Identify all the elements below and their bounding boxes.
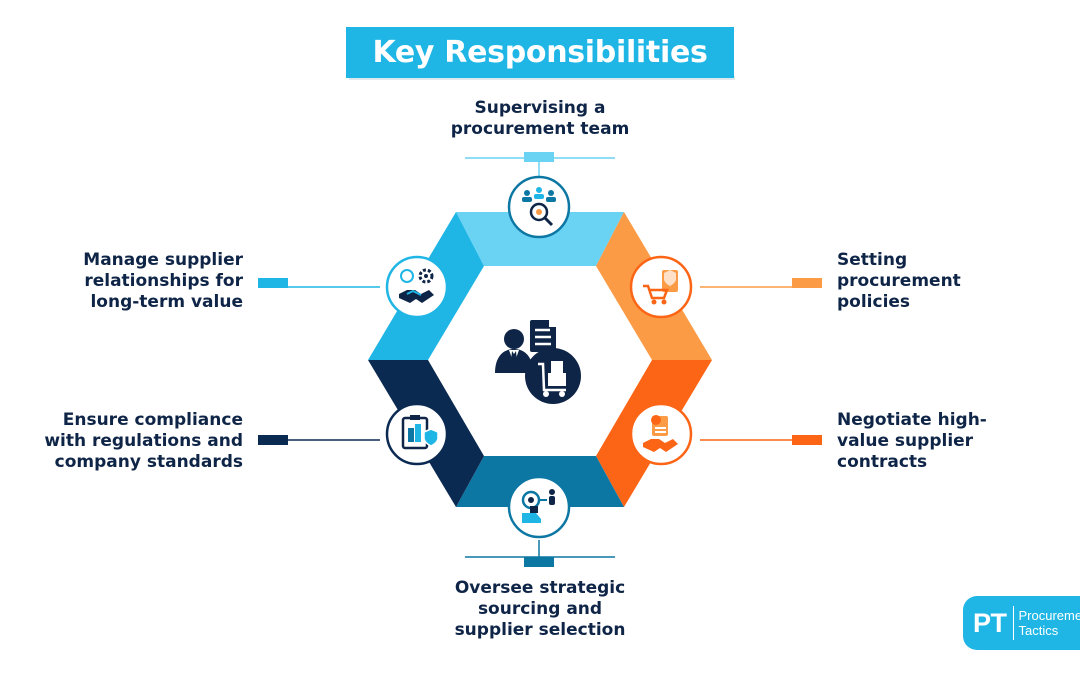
- sourcing-target-icon: [507, 475, 571, 539]
- label-line: Negotiate high-: [837, 410, 987, 430]
- label-ensure-compliance: Ensure compliance with regulations and c…: [20, 410, 243, 473]
- icon-circles: [385, 175, 693, 539]
- label-line: Manage supplier: [83, 250, 243, 270]
- label-setting-policies: Setting procurement policies: [837, 250, 1057, 313]
- label-line: relationships for: [84, 271, 243, 291]
- policy-cart-icon: [629, 255, 693, 319]
- label-supervising-team: Supervising a procurement team: [400, 98, 680, 140]
- procurement-manager-icon: [495, 320, 581, 404]
- logo-line-2: Tactics: [1018, 623, 1059, 638]
- label-line: procurement: [837, 271, 961, 291]
- connector-bottom-left: [258, 435, 380, 445]
- label-line: sourcing and: [477, 599, 603, 619]
- connector-bottom: [465, 540, 615, 567]
- connector-top-right: [700, 278, 822, 288]
- logo-divider: [1012, 606, 1014, 640]
- connectors: [258, 152, 822, 567]
- logo-text: Procurement Tactics: [1019, 608, 1080, 638]
- label-line: value supplier: [837, 431, 974, 451]
- hex-segment-top: [456, 212, 624, 266]
- title-shadow: [349, 76, 735, 80]
- label-oversee-sourcing: Oversee strategic sourcing and supplier …: [400, 578, 680, 641]
- connector-top-left: [258, 278, 380, 288]
- connector-top: [465, 152, 615, 178]
- label-line: supplier selection: [454, 620, 626, 640]
- logo-line-1: Procurement: [1018, 608, 1080, 623]
- procurement-tactics-logo: PT Procurement Tactics: [963, 596, 1080, 650]
- page-title: Key Responsibilities: [346, 27, 734, 78]
- team-search-icon: [507, 175, 571, 239]
- label-line: long-term value: [90, 292, 243, 312]
- contract-handshake-icon: [629, 402, 693, 466]
- label-line: with regulations and: [44, 431, 243, 451]
- label-line: company standards: [54, 452, 243, 472]
- label-line: Setting: [837, 250, 908, 270]
- handshake-gears-icon: [385, 255, 449, 319]
- label-line: contracts: [837, 452, 928, 472]
- label-line: policies: [837, 292, 911, 312]
- label-negotiate-contracts: Negotiate high- value supplier contracts: [837, 410, 1057, 473]
- connector-bottom-right: [700, 435, 822, 445]
- label-line: Supervising a: [474, 98, 606, 118]
- label-line: procurement team: [450, 119, 630, 139]
- label-manage-supplier-relationships: Manage supplier relationships for long-t…: [40, 250, 243, 313]
- compliance-clipboard-icon: [385, 402, 449, 466]
- label-line: Oversee strategic: [454, 578, 626, 598]
- label-line: Ensure compliance: [62, 410, 243, 430]
- logo-mark: PT: [973, 607, 1007, 638]
